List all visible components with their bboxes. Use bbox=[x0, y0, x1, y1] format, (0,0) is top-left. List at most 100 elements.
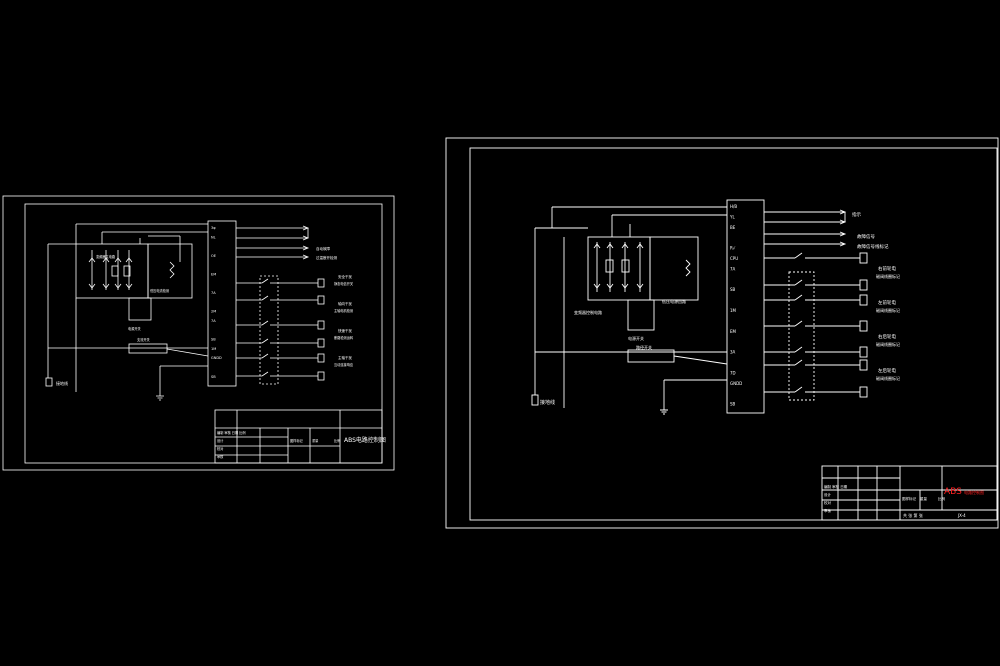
terminal-label: OE bbox=[211, 254, 216, 258]
diode-symbol bbox=[621, 243, 629, 249]
terminal-label: GNDD bbox=[211, 356, 222, 360]
diode-symbol bbox=[621, 283, 629, 289]
sheet-right-title-block bbox=[821, 465, 998, 521]
switch-contact bbox=[794, 346, 803, 353]
title-row: 校对 bbox=[824, 500, 832, 505]
terminal-label: H/B bbox=[730, 204, 737, 209]
diode-symbol bbox=[102, 283, 110, 289]
sheet-right-sheet-count: 共 张 第 张 bbox=[903, 512, 923, 518]
diode-symbol bbox=[114, 257, 122, 263]
diode-symbol bbox=[636, 283, 644, 289]
switch-contact bbox=[261, 338, 269, 344]
title-cell: 图样标记 bbox=[290, 438, 304, 443]
sheet-right-switch-column bbox=[788, 271, 815, 401]
sheet-left-wiring bbox=[45, 223, 325, 401]
ground-terminal bbox=[45, 377, 53, 387]
terminal-label: SB bbox=[730, 287, 736, 292]
sheet-right-module-right bbox=[649, 236, 699, 301]
title-row: 审核 bbox=[217, 454, 224, 459]
block-label: 低压电源回路 bbox=[662, 298, 686, 304]
sheet-right[interactable]: H/BYLBER√CPU7ASB1MEM3A7DGNDDSB指示故障信号故障信号… bbox=[445, 137, 999, 529]
solenoid-coil bbox=[859, 252, 868, 264]
solenoid-coil bbox=[859, 320, 868, 332]
terminal-label: GNDD bbox=[730, 381, 742, 386]
wire-arrow bbox=[839, 231, 847, 237]
coil-label: 主轴干扰 bbox=[338, 355, 352, 360]
coil-label: 磁阀线圈标记 bbox=[876, 307, 900, 313]
coil-label: 磁阀线圈标记 bbox=[876, 341, 900, 347]
switch-contact bbox=[794, 252, 803, 259]
block-label: 路径开关 bbox=[636, 344, 652, 350]
sheet-right-relay-box bbox=[627, 299, 655, 331]
switch-column bbox=[259, 275, 279, 385]
resistor-symbol bbox=[685, 259, 691, 277]
switch-contact bbox=[794, 294, 803, 301]
coil-label: 快速干扰 bbox=[338, 328, 352, 333]
coil-label: 磁阀线圈标记 bbox=[876, 273, 900, 279]
switch-contact bbox=[261, 295, 269, 301]
diode-symbol bbox=[125, 283, 133, 289]
ground-symbol bbox=[156, 395, 164, 401]
sheet-right-wiring bbox=[531, 206, 868, 415]
solenoid-coil bbox=[317, 278, 325, 288]
signal-label: 故障信号线标记 bbox=[857, 243, 889, 250]
sheet-right-terminal-block bbox=[726, 199, 765, 414]
diode-symbol bbox=[102, 257, 110, 263]
valve-symbol bbox=[605, 259, 614, 273]
coil-label: 静态电信开关 bbox=[334, 281, 354, 286]
sheet-left-fuse-box bbox=[128, 343, 168, 354]
coil-label: 主轴电机检测 bbox=[334, 308, 353, 313]
terminal-label: R√ bbox=[730, 246, 736, 251]
sheet-left-inner-frame bbox=[24, 203, 383, 464]
sheet-left-outer-frame bbox=[2, 195, 395, 471]
coil-label: 断路检测运转 bbox=[334, 335, 354, 340]
switch-contact bbox=[261, 278, 269, 284]
block-label: 变频器主电路 bbox=[96, 254, 116, 259]
title-row: 编制 审核 日期 比例 bbox=[217, 430, 246, 435]
switch-contact bbox=[794, 279, 803, 286]
terminal-label: 7A bbox=[730, 266, 736, 271]
terminal-label: 7A bbox=[211, 319, 216, 323]
valve-symbol bbox=[111, 265, 119, 277]
switch-contact bbox=[261, 371, 269, 377]
sheet-left-module-right bbox=[147, 243, 193, 299]
ground-terminal bbox=[531, 394, 539, 406]
coil-label: 右后轮电 bbox=[878, 333, 896, 340]
solenoid-coil bbox=[859, 294, 868, 306]
coil-label: 右前轮电 bbox=[878, 265, 896, 272]
diode-symbol bbox=[88, 283, 96, 289]
coil-label: 互动连接响应 bbox=[334, 362, 354, 367]
switch-contact bbox=[794, 320, 803, 327]
terminal-label: 2M bbox=[211, 310, 216, 314]
feedback-wire bbox=[673, 355, 728, 365]
diode-symbol bbox=[606, 283, 614, 289]
terminal-label: 1M bbox=[211, 347, 216, 351]
switch-contact bbox=[794, 359, 803, 366]
solenoid-coil bbox=[859, 279, 868, 291]
signal-label: 指示 bbox=[852, 211, 861, 218]
coil-label: 磁阀线圈标记 bbox=[876, 375, 900, 381]
valve-symbol bbox=[621, 259, 630, 273]
sheet-right-brand: ABS bbox=[944, 487, 962, 497]
terminal-label: NL bbox=[211, 235, 216, 239]
diode-symbol bbox=[636, 243, 644, 249]
wire-arrow bbox=[839, 241, 847, 247]
valve-symbol bbox=[123, 265, 131, 277]
block-label: 变频器控制电路 bbox=[574, 309, 602, 315]
title-cell: 重量 bbox=[920, 496, 928, 501]
sheet-right-ground-label: 接地线 bbox=[540, 399, 555, 406]
solenoid-coil bbox=[317, 353, 325, 363]
terminal-label: 3φ bbox=[211, 226, 216, 230]
block-label: 低压电流检测 bbox=[150, 288, 169, 293]
sheet-left[interactable]: 3φNLOEEM7A2M7ASB1MGNDDSB自动故障过温断开检测安全干扰静态… bbox=[2, 195, 395, 471]
coil-label: 左前轮电 bbox=[878, 299, 896, 306]
block-label: 支流开关 bbox=[137, 337, 151, 342]
signal-label: 自动故障 bbox=[316, 246, 330, 251]
solenoid-coil bbox=[859, 359, 868, 371]
diode-symbol bbox=[114, 283, 122, 289]
block-label: 电源开关 bbox=[628, 335, 644, 341]
solenoid-coil bbox=[317, 338, 325, 348]
diode-symbol bbox=[593, 243, 601, 249]
title-row: 编制 审核 日期 bbox=[824, 484, 848, 489]
